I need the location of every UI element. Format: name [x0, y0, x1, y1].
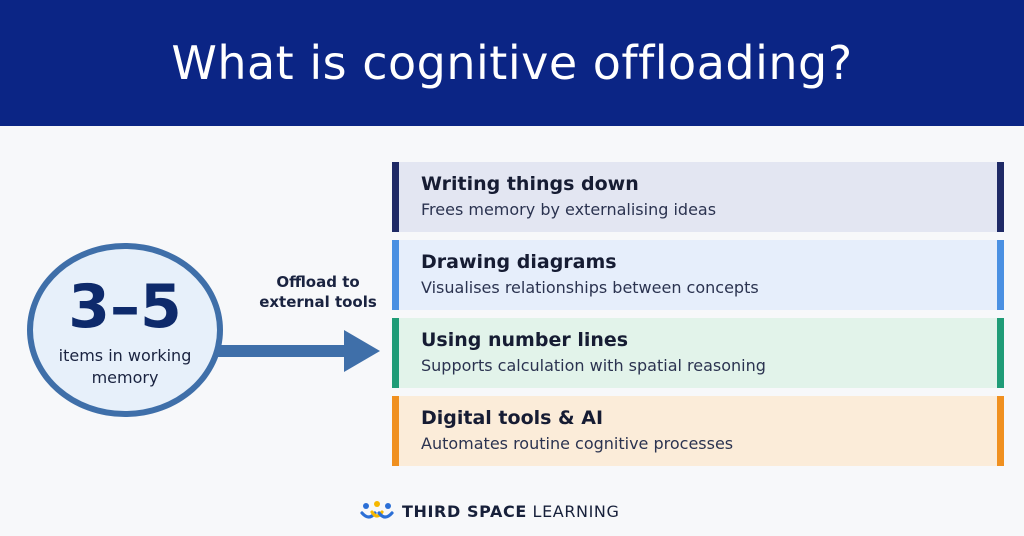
method-card-number-lines: Using number lines Supports calculation …	[392, 318, 1004, 388]
method-title: Writing things down	[421, 173, 639, 195]
method-card-digital-tools: Digital tools & AI Automates routine cog…	[392, 396, 1004, 466]
offload-label: Offload to external tools	[259, 273, 377, 312]
method-description: Visualises relationships between concept…	[421, 277, 759, 297]
offload-methods-list: Writing things down Frees memory by exte…	[392, 162, 1004, 474]
working-memory-circle: 3–5 items in working memory	[27, 243, 223, 417]
method-description: Supports calculation with spatial reason…	[421, 355, 766, 375]
brand-name: THIRD SPACE LEARNING	[402, 502, 620, 521]
method-description: Frees memory by externalising ideas	[421, 199, 717, 219]
page-title: What is cognitive offloading?	[171, 36, 853, 90]
header-banner: What is cognitive offloading?	[0, 0, 1024, 126]
brand-footer: THIRD SPACE LEARNING	[360, 496, 620, 526]
method-title: Digital tools & AI	[421, 407, 604, 429]
memory-caption: items in working memory	[58, 346, 192, 387]
third-space-learning-logo-icon	[360, 501, 394, 519]
method-card-writing: Writing things down Frees memory by exte…	[392, 162, 1004, 232]
offload-arrow-icon	[218, 330, 380, 372]
brand-name-rest: LEARNING	[526, 501, 620, 521]
method-description: Automates routine cognitive processes	[421, 433, 734, 453]
method-title: Using number lines	[421, 329, 629, 351]
method-card-diagrams: Drawing diagrams Visualises relationship…	[392, 240, 1004, 310]
method-title: Drawing diagrams	[421, 251, 617, 273]
memory-range: 3–5	[68, 272, 182, 343]
brand-name-bold: THIRD SPACE	[402, 501, 527, 521]
